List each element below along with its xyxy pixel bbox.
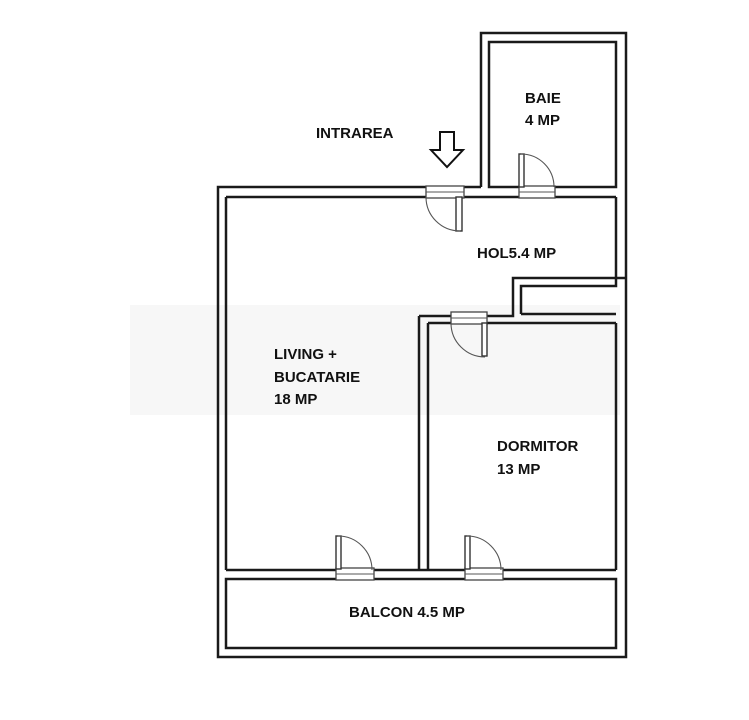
- entrance-door: [425, 185, 465, 232]
- watermark: [130, 305, 620, 415]
- entrance-label: INTRAREA: [316, 125, 394, 142]
- bedroom-door: [450, 311, 488, 358]
- living-balcony-door: [335, 535, 375, 581]
- hall-label: HOL5.4 MP: [477, 245, 556, 262]
- bedroom-balcony-door: [464, 535, 504, 581]
- living-name-line2: BUCATARIE: [274, 369, 360, 386]
- outer-wall: [216, 31, 628, 659]
- bedroom-name-label: DORMITOR: [497, 438, 579, 455]
- balcony-wall: [224, 577, 618, 650]
- bath-door: [518, 153, 556, 199]
- bath-name-label: BAIE: [525, 90, 561, 107]
- bedroom-area-label: 13 MP: [497, 461, 540, 478]
- living-area-label: 18 MP: [274, 391, 317, 408]
- arrow-down-outline-icon: [428, 131, 466, 169]
- living-name-line1: LIVING +: [274, 346, 337, 363]
- bath-area-label: 4 MP: [525, 112, 560, 129]
- balcony-label: BALCON 4.5 MP: [349, 604, 465, 621]
